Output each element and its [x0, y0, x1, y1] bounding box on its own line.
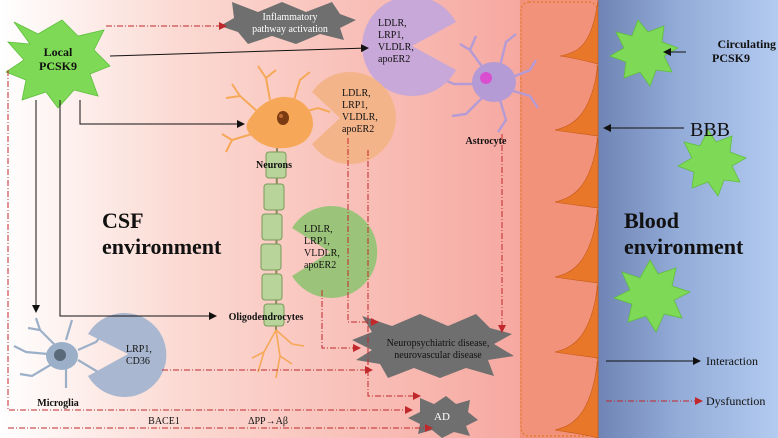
- inflammatory-burst: [220, 2, 356, 44]
- neuron-receptor-text-4: apoER2: [342, 124, 374, 135]
- app-ab-label: ΔPP→Aβ: [248, 416, 288, 427]
- microglia-label: Microglia: [37, 398, 78, 409]
- oligodendrocyte-receptor-text-3: VLDLR,: [304, 248, 340, 259]
- oligodendrocyte-receptor-text-4: apoER2: [304, 260, 336, 271]
- dysfunction-arrows: [7, 22, 703, 432]
- disease-burst: [352, 314, 514, 378]
- neuron-cell: [221, 65, 331, 153]
- legend-interaction-label: Interaction: [706, 354, 758, 368]
- csf-environment-label-2: environment: [102, 234, 222, 259]
- bbb-spikes: [554, 0, 599, 438]
- astrocyte-receptor-text-3: VLDLR,: [378, 42, 414, 53]
- neuron-receptor-text-3: VLDLR,: [342, 112, 378, 123]
- axon-myelin: [251, 147, 305, 379]
- green-burst-2: [677, 129, 747, 197]
- green-burst-1: [609, 19, 679, 87]
- microglia-receptor: [88, 313, 167, 397]
- interaction-arrows: [32, 44, 701, 365]
- astrocyte-cell: [439, 33, 539, 133]
- ad-label: AD: [434, 411, 450, 423]
- arrow-pcsk9-bace1-to-ad: [7, 70, 413, 414]
- astrocyte-receptor-text-4: apoER2: [378, 54, 410, 65]
- oligodendrocyte-receptor: [292, 206, 378, 298]
- blood-environment-label-2: environment: [624, 234, 744, 259]
- neurons-label: Neurons: [256, 160, 292, 171]
- bbb-label: BBB: [690, 119, 730, 141]
- arrow-pcsk9-to-oligodendrocyte: [59, 100, 217, 320]
- oligodendrocyte-receptor-text-1: LDLR,: [304, 224, 333, 235]
- green-burst-3: [612, 259, 692, 333]
- bace1-label: BACE1: [148, 416, 180, 427]
- bbb-wall: [520, 0, 598, 438]
- arrow-neuron-to-ad: [367, 150, 421, 400]
- arrow-oligo-to-disease: [321, 290, 361, 352]
- arrow-pcsk9-to-astrocyte: [109, 44, 369, 57]
- inflammatory-label-2: pathway activation: [252, 24, 328, 35]
- astrocyte-receptor-text-1: LDLR,: [378, 18, 407, 29]
- oligodendrocytes-label: Oligodendrocytes: [229, 312, 304, 323]
- astrocyte-label: Astrocyte: [466, 136, 507, 147]
- neuron-receptor-text-1: LDLR,: [342, 88, 371, 99]
- neuron-receptor: [312, 72, 396, 165]
- local-pcsk9-label-1: Local: [44, 45, 73, 59]
- local-pcsk9-burst: [5, 19, 111, 109]
- circulating-pcsk9-label-1: Circulating: [718, 37, 776, 51]
- astrocyte-receptor: [362, 0, 456, 96]
- csf-environment-label-1: CSF: [102, 208, 144, 233]
- neuron-receptor-text-2: LRP1,: [342, 100, 368, 111]
- arrow-neuron-to-disease: [347, 138, 379, 326]
- blood-environment-label-1: Blood: [624, 208, 679, 233]
- oligodendrocyte-receptor-text-2: LRP1,: [304, 236, 330, 247]
- inflammatory-label-1: Inflammatory: [263, 12, 318, 23]
- disease-label-2: neurovascular disease: [394, 350, 482, 361]
- circulating-pcsk9-bursts: [609, 19, 747, 333]
- disease-label-1: Neuropsychiatric disease,: [387, 338, 490, 349]
- local-pcsk9-label-2: PCSK9: [39, 59, 77, 73]
- legend-dysfunction-label: Dysfunction: [706, 394, 765, 408]
- astrocyte-receptor-text-2: LRP1,: [378, 30, 404, 41]
- microglia-receptor-text-2: CD36: [126, 356, 150, 367]
- arrow-pcsk9-to-neuron: [79, 100, 245, 128]
- circulating-pcsk9-label-2: PCSK9: [712, 51, 750, 65]
- microglia-receptor-text-1: LRP1,: [126, 344, 152, 355]
